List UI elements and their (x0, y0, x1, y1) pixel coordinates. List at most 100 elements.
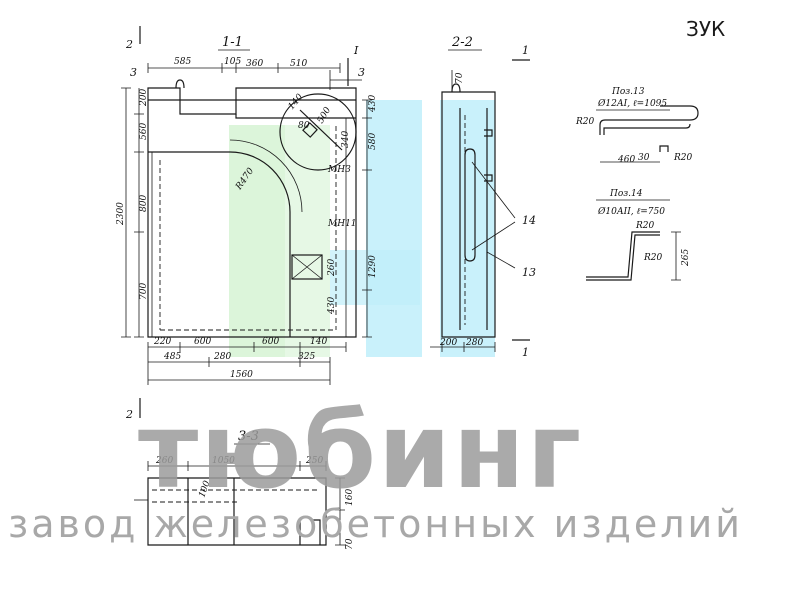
mh11-label: МН11 (327, 219, 357, 229)
pos13-r20-a: R20 (575, 117, 595, 127)
lifting-loop-2 (451, 83, 461, 93)
section-2-2-outline (441, 91, 496, 338)
overlay-blue-crossbar (330, 250, 420, 305)
arch-opening (148, 151, 291, 337)
dim-1290: 1290 (368, 255, 378, 278)
section-3-3-title: 3-3 (238, 429, 259, 444)
dim-700: 700 (139, 283, 149, 300)
overlay-green-bar-left (229, 125, 285, 357)
dim-3-3-70: 70 (345, 538, 355, 550)
pos14-dim-265 (671, 231, 681, 281)
product-code: ЗУК (686, 17, 726, 41)
detail-circle-i (279, 93, 357, 171)
pos13-dim-30-label: 30 (638, 153, 650, 163)
pos14-bar (586, 231, 660, 278)
dim-600: 600 (194, 337, 211, 347)
dim-585: 585 (174, 57, 191, 67)
pos-13-callout: 13 (522, 266, 536, 279)
dim-430b: 430 (327, 297, 337, 315)
mh3-label: МН3 (327, 165, 351, 175)
pos14-dim-265-label: 265 (681, 249, 691, 267)
dim-3-3-1050: 1050 (212, 456, 235, 466)
pos-14-callout: 14 (522, 214, 536, 227)
cut-2-label-top: 2 (125, 38, 133, 51)
pos-13-detail (596, 105, 699, 163)
section-2-2-dims (430, 70, 495, 348)
detail-diagonal (299, 109, 343, 151)
section-3-3-end (299, 519, 321, 545)
mh3-plate (302, 122, 318, 138)
cut-1-line (512, 59, 530, 341)
dim-80: 80 (298, 121, 310, 131)
cut-3-label-left: 3 (130, 66, 137, 79)
cut-1-label-top: 1 (522, 44, 529, 57)
mh11-cross (291, 254, 323, 280)
dim-220: 220 (153, 337, 171, 347)
dim-280: 280 (213, 352, 231, 362)
dim-580: 580 (368, 133, 378, 150)
anchor-plates (484, 129, 493, 182)
section-1-1-title: 1-1 (222, 35, 243, 50)
pos13-r20-b: R20 (673, 153, 693, 163)
pos13-hook (659, 145, 669, 152)
pos14-r20-a: R20 (635, 221, 655, 231)
dim-105: 105 (224, 57, 241, 67)
section-2-2-inner (459, 108, 488, 330)
pos-14-detail (586, 199, 681, 281)
dim-1560: 1560 (230, 370, 253, 380)
pos13-dim-460-label: 460 (617, 155, 635, 165)
dim-560: 560 (139, 123, 149, 140)
dim-3-3-260: 260 (155, 456, 173, 466)
dim-325: 325 (298, 352, 315, 362)
pos13-bar-inner (603, 123, 691, 135)
section-3-3-dim-ticks (147, 461, 327, 471)
section-1-1-outline (147, 87, 357, 338)
watermark-brand: тюбинг (138, 390, 584, 512)
pos13-spec: Ø12АI, ℓ=1095 (597, 98, 667, 109)
dim-2-2-200: 200 (439, 338, 457, 348)
pos14-title: Поз.14 (609, 189, 643, 199)
dim-340: 340 (341, 131, 351, 148)
dim-140: 140 (310, 337, 327, 347)
dim-500: 500 (316, 105, 333, 125)
node-label: I (353, 44, 359, 57)
dim-ticks-top (147, 63, 341, 73)
dim-ticks-left (121, 87, 144, 338)
dim-2-2-280: 280 (465, 338, 483, 348)
section-3-3-outline (147, 477, 327, 546)
dim-2300: 2300 (116, 202, 126, 226)
dim-3-3-250: 250 (305, 456, 323, 466)
leader-14 (471, 161, 516, 251)
mh11-plate (291, 254, 323, 280)
overlay-blue-bar-right (440, 100, 495, 357)
dim-140r: 140 (287, 92, 306, 112)
dim-360: 360 (246, 59, 263, 69)
cut-2-label-bottom: 2 (125, 408, 133, 421)
dim-ticks-right (362, 99, 372, 338)
overlay-green-bar-mid (285, 125, 330, 357)
dim-260: 260 (327, 259, 337, 277)
logo-overlay (229, 100, 495, 357)
section-2-2 (430, 59, 530, 352)
rebar-loop-14 (464, 148, 476, 262)
dim-200: 200 (139, 89, 149, 107)
watermark-tagline: завод железобетонных изделий (8, 502, 743, 546)
section-1-1 (121, 26, 372, 418)
cut-1-label-bottom: 1 (522, 346, 529, 359)
dim-510: 510 (290, 59, 307, 69)
pos14-bar-outer (586, 234, 660, 281)
dim-800: 800 (139, 195, 149, 212)
dim-430: 430 (368, 95, 378, 113)
lifting-loop (175, 79, 185, 89)
dim-485: 485 (163, 352, 181, 362)
pos14-r20-b: R20 (643, 253, 663, 263)
section-3-3-ribs (187, 478, 235, 545)
leader-13 (486, 251, 516, 269)
overlay-blue-bar (366, 100, 422, 357)
section-3-3 (134, 461, 345, 546)
inner-step (235, 114, 356, 119)
dim-600b: 600 (262, 337, 279, 347)
section-3-3-rebar (152, 489, 320, 503)
